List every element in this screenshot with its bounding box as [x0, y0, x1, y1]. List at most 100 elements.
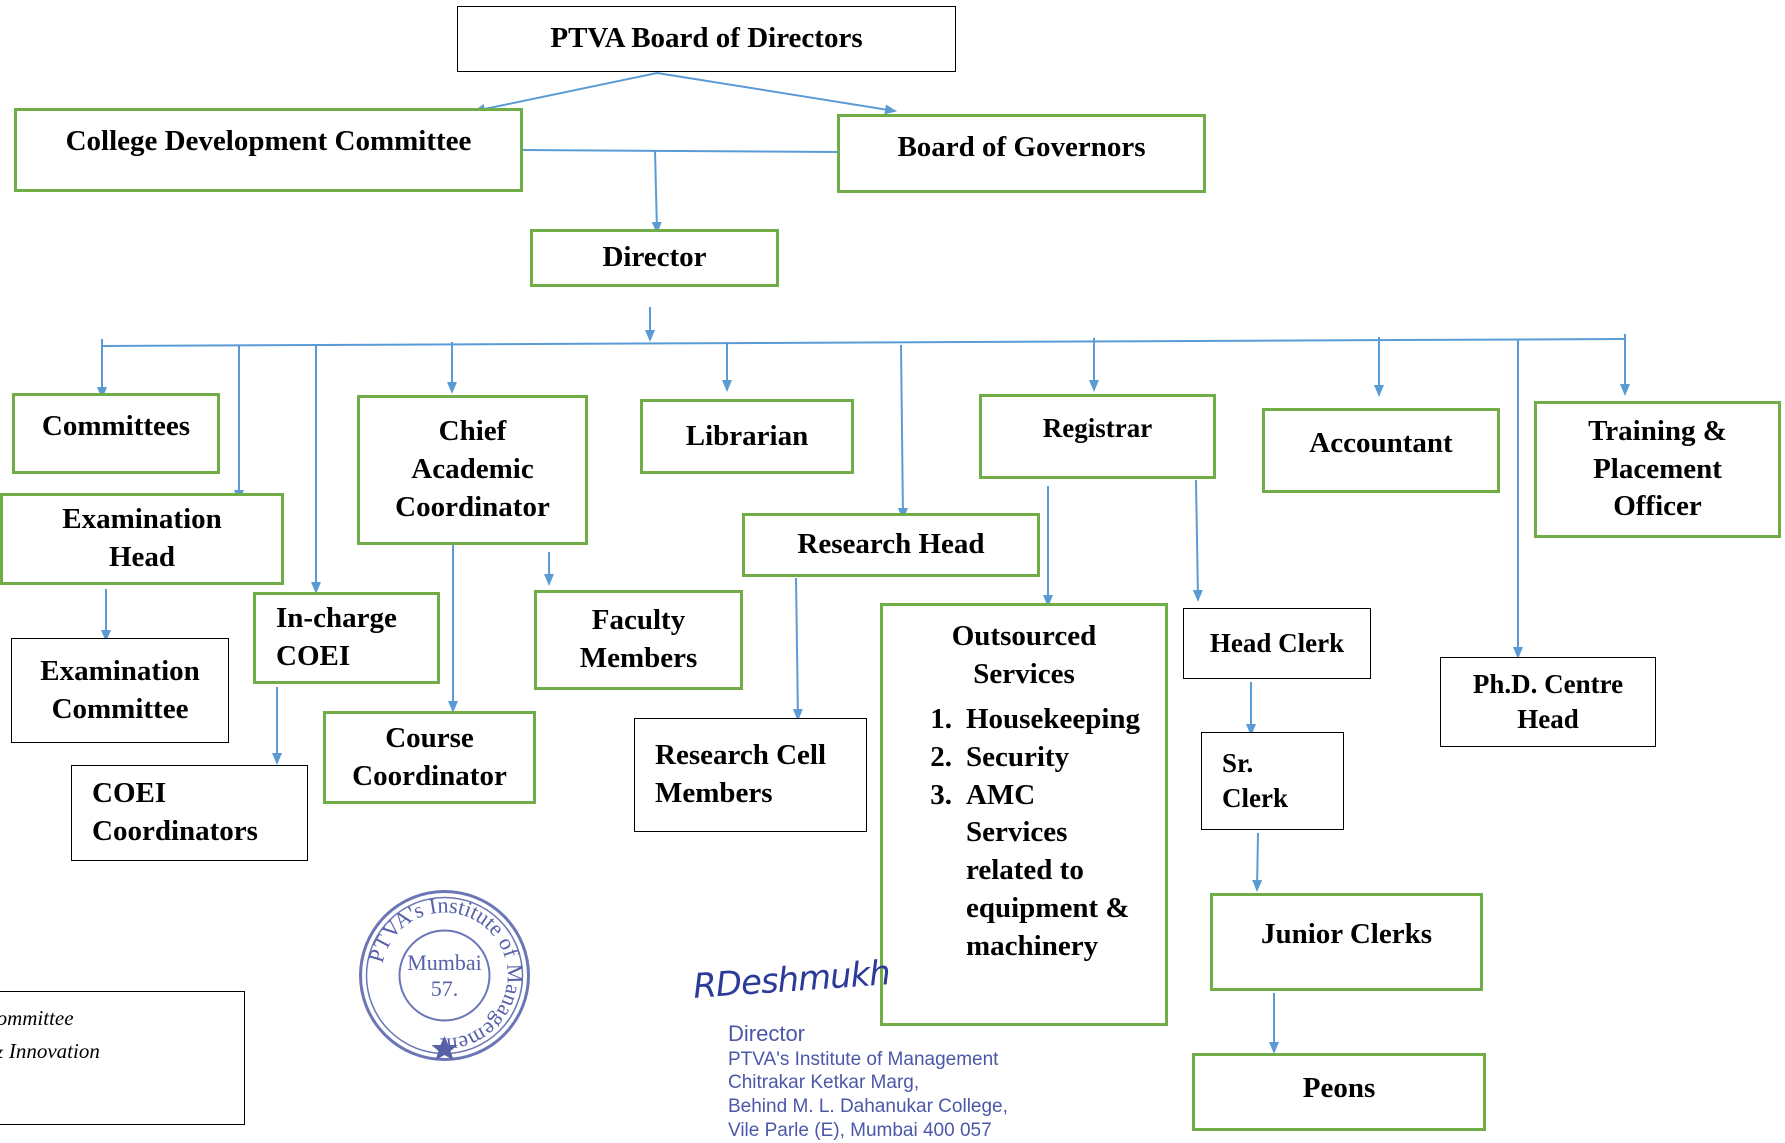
node-label-line-2: Head	[1517, 704, 1579, 734]
service-text-line: machinery	[965, 929, 1099, 962]
service-item: 3. AMC Services related to equipment & m…	[908, 777, 1140, 965]
legend-line-2: eurship & Innovation	[0, 1038, 100, 1063]
node-label-line-2: Head	[108, 541, 176, 573]
legend-line-3: ommittee	[0, 1067, 244, 1100]
node-label: Head Clerk	[1209, 627, 1345, 658]
node-label-line-1: Sr.	[1222, 747, 1254, 778]
node-label: Director	[602, 241, 707, 274]
node-label-line-1: Faculty	[591, 604, 686, 637]
node-research-head: Research Head	[742, 513, 1040, 577]
node-incharge-coei: In-charge COEI	[253, 592, 440, 684]
node-label: Peons	[1302, 1072, 1376, 1104]
node-peons: Peons	[1192, 1053, 1486, 1131]
legend-box: urance Committee eurship & Innovation om…	[0, 991, 245, 1125]
node-label: Librarian	[685, 419, 809, 452]
node-registrar: Registrar	[979, 394, 1216, 479]
node-accountant: Accountant	[1262, 408, 1500, 493]
service-text-line: AMC	[965, 778, 1036, 811]
node-label: College Development Committee	[65, 125, 472, 157]
node-label-line-3: Officer	[1613, 490, 1702, 523]
node-label-line-1: Ph.D. Centre	[1472, 668, 1624, 699]
arrow-to-head-clerk	[1192, 479, 1203, 602]
node-committees: Committees	[12, 393, 220, 474]
arrow-to-board-of-governors	[656, 72, 897, 115]
legend-line-1: urance Committee	[0, 1006, 74, 1030]
node-label-line-3: Coordinator	[395, 490, 550, 523]
service-text-line: Services	[965, 816, 1068, 849]
service-number: 3.	[930, 778, 952, 811]
node-label-line-2: Clerk	[1222, 783, 1288, 813]
node-librarian: Librarian	[640, 399, 854, 474]
node-label-line-2: Academic	[411, 453, 534, 486]
arrow-to-college-dev-committee	[473, 72, 658, 114]
node-label-line-2: Coordinator	[352, 759, 507, 792]
node-phd-centre-head: Ph.D. Centre Head	[1440, 657, 1656, 747]
node-label-line-1: Examination	[40, 654, 200, 687]
node-faculty-members: Faculty Members	[534, 590, 743, 690]
outsourced-services-list: 1. Housekeeping 2. Security 3. AMC Servi…	[908, 701, 1140, 965]
node-label-line-2: Coordinators	[92, 815, 258, 847]
seal-star-icon	[431, 1036, 458, 1060]
stamp-line-3: Behind M. L. Dahanukar College,	[728, 1096, 1008, 1117]
service-text: AMC Services related to equipment & mach…	[966, 777, 1130, 965]
node-coei-coordinators: COEI Coordinators	[71, 765, 308, 861]
node-label-line-2: Services	[973, 657, 1075, 690]
node-label-line-2: Placement	[1593, 452, 1722, 485]
node-label-line-1: Research Cell	[655, 739, 826, 772]
node-examination-head: Examination Head	[0, 493, 284, 585]
node-label: Registrar	[1042, 413, 1153, 443]
seal-center-line-1: Mumbai	[407, 950, 482, 975]
node-course-coordinator: Course Coordinator	[323, 711, 536, 804]
node-label-line-1: Training &	[1588, 414, 1727, 447]
node-sr-clerk: Sr. Clerk	[1201, 732, 1344, 830]
institute-seal-icon: PTVA's Institute of Management Mumbai 57…	[359, 890, 530, 1061]
service-text-line: related to	[965, 854, 1084, 887]
node-label-line-2: Committee	[51, 692, 189, 725]
node-label: Research Head	[797, 528, 985, 561]
node-label-line-1: In-charge	[276, 602, 397, 635]
node-board-of-directors: PTVA Board of Directors	[457, 6, 956, 72]
stamp-line-1: PTVA's Institute of Management	[728, 1048, 999, 1070]
service-item: 1. Housekeeping	[908, 701, 1140, 739]
node-label-line-2: Members	[655, 777, 773, 809]
line-committee-governors	[522, 149, 838, 153]
node-director: Director	[530, 229, 779, 287]
director-stamp: Director PTVA's Institute of Management …	[728, 1020, 1008, 1143]
arrow-to-research-head	[897, 344, 908, 520]
node-label: Board of Governors	[897, 131, 1146, 163]
node-label-line-1: Outsourced	[951, 620, 1097, 652]
horizontal-bus	[101, 338, 1626, 347]
node-research-cell-members: Research Cell Members	[634, 718, 867, 832]
node-examination-committee: Examination Committee	[11, 638, 229, 743]
node-label: PTVA Board of Directors	[550, 22, 863, 55]
node-junior-clerks: Junior Clerks	[1210, 893, 1483, 991]
node-label: Accountant	[1309, 427, 1453, 459]
service-text-line: equipment &	[965, 891, 1130, 924]
node-outsourced-services: Outsourced Services 1. Housekeeping 2. S…	[880, 603, 1168, 1026]
arrow-to-research-cell-members	[792, 577, 803, 721]
node-training-placement-officer: Training & Placement Officer	[1534, 401, 1781, 538]
node-label-line-1: COEI	[92, 777, 167, 810]
node-head-clerk: Head Clerk	[1183, 608, 1371, 679]
stamp-title: Director	[728, 1021, 806, 1046]
arrow-to-director	[651, 150, 662, 234]
node-label-line-2: Members	[579, 642, 698, 674]
node-label-line-1: Course	[385, 721, 474, 754]
node-label: Junior Clerks	[1260, 918, 1433, 950]
node-board-of-governors: Board of Governors	[837, 114, 1206, 193]
service-text: Housekeeping	[965, 703, 1141, 736]
service-text: Security	[965, 741, 1070, 774]
node-label: Committees	[41, 410, 191, 442]
service-number: 2.	[930, 741, 952, 774]
stamp-line-2: Chitrakar Ketkar Marg,	[728, 1072, 920, 1094]
node-label-line-1: Examination	[62, 503, 222, 536]
service-item: 2. Security	[908, 739, 1140, 777]
node-college-development-committee: College Development Committee	[14, 108, 523, 192]
arrow-to-junior-clerks	[1252, 832, 1263, 892]
node-chief-academic-coordinator: Chief Academic Coordinator	[357, 395, 588, 545]
service-number: 1.	[930, 703, 952, 736]
node-label-line-2: COEI	[276, 640, 351, 672]
seal-center-line-2: 57.	[431, 976, 459, 1001]
node-label-line-1: Chief	[438, 415, 507, 448]
